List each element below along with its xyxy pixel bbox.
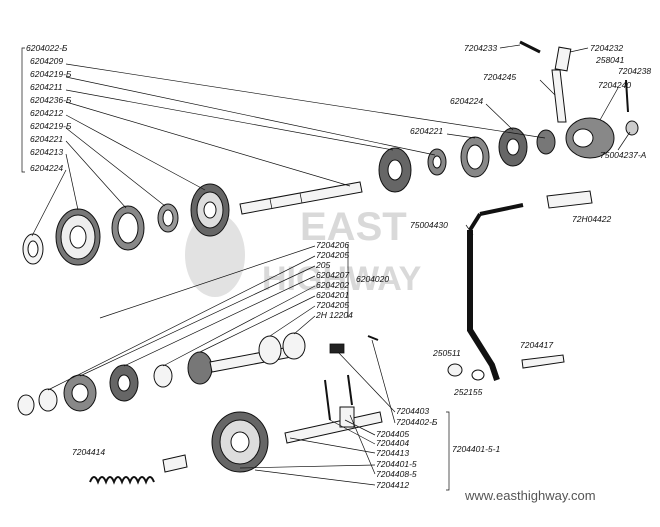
housing-7204240 — [565, 117, 639, 159]
label-7204401-5-1: 7204401-5-1 — [452, 444, 500, 454]
label-7204233: 7204233 — [464, 43, 497, 53]
nut-250511 — [447, 363, 485, 381]
label-6204211: 6204211 — [30, 82, 63, 92]
watermark-line2: HIGHWAY — [262, 260, 422, 298]
label-7204232: 7204232 — [590, 43, 623, 53]
label-7204240: 7204240 — [598, 80, 631, 90]
label-72h04422: 72Н04422 — [572, 214, 612, 224]
label-7204404: 7204404 — [376, 438, 409, 448]
label-7204413: 7204413 — [376, 448, 409, 458]
label-205: 205 — [315, 260, 330, 270]
label-7204205-b: 7204205 — [316, 300, 349, 310]
label-6204212: 6204212 — [30, 108, 63, 118]
label-6204213: 6204213 — [30, 147, 63, 157]
label-6204221-b: 6204221 — [410, 126, 443, 136]
label-75004430: 75004430 — [410, 220, 448, 230]
label-7204206: 7204206 — [316, 240, 349, 250]
ring-6204221b — [460, 136, 490, 178]
label-6204207: 6204207 — [316, 270, 349, 280]
gear-6204219b — [427, 148, 447, 176]
ring-6204221 — [111, 205, 145, 251]
label-6204224: 6204224 — [30, 163, 63, 173]
label-6204020: 6204020 — [356, 274, 389, 284]
label-6204224-b: 6204224 — [450, 96, 483, 106]
label-6204219-b: 6204219-Б — [30, 69, 72, 79]
shaft-6204236 — [239, 181, 363, 215]
label-7204412: 7204412 — [376, 480, 409, 490]
label-7204238: 7204238 — [618, 66, 651, 76]
label-bracket — [21, 47, 25, 173]
label-7204405: 7204405 — [376, 429, 409, 439]
label-7204245: 7204245 — [483, 72, 516, 82]
bolt-7204417 — [521, 354, 565, 369]
gear-6204211 — [378, 147, 412, 193]
label-252155: 252155 — [453, 387, 483, 397]
label-7204401-5: 7204401-5 — [376, 459, 417, 469]
shaft-7204245 — [551, 69, 567, 123]
label-6204209: 6204209 — [30, 56, 63, 66]
gear-6204213 — [55, 208, 101, 266]
label-7204414: 7204414 — [72, 447, 105, 457]
label-7204417: 7204417 — [520, 340, 553, 350]
key-7204403 — [329, 335, 379, 354]
sleeve-7204232 — [554, 46, 572, 72]
label-6204202: 6204202 — [316, 280, 349, 290]
label-6204022-b: 6204022-Б — [26, 43, 68, 53]
pin-7204233 — [519, 40, 541, 54]
label-6204236-b: 6204236-Б — [30, 95, 72, 105]
shaft-7204401 — [284, 374, 383, 444]
gear-6204212 — [190, 183, 230, 237]
gear-6204219 — [157, 203, 179, 233]
label-75004237-a: 75004237-А — [600, 150, 647, 160]
tube-72h04422 — [546, 190, 593, 209]
label-250511: 250511 — [432, 348, 461, 358]
label-7204402-b: 7204402-Б — [396, 417, 438, 427]
label-7204205: 7204205 — [316, 250, 349, 260]
site-credit: www.easthighway.com — [464, 488, 596, 503]
label-7204408-5: 7204408-5 — [376, 469, 417, 479]
part-labels: 6204022-Б 6204209 6204219-Б 6204211 6204… — [26, 43, 651, 490]
spring-7204414 — [89, 454, 188, 485]
pin-7204238 — [625, 79, 629, 113]
label-6204221: 6204221 — [30, 134, 63, 144]
watermark: EAST HIGHWAY — [185, 205, 422, 298]
washer-6204224 — [22, 233, 44, 265]
lever-75004430 — [467, 203, 524, 381]
gear-6204224b — [536, 129, 556, 155]
label-7204403: 7204403 — [396, 406, 429, 416]
leader-lines — [31, 44, 631, 491]
gear-6204209 — [498, 127, 528, 167]
label-2h12204: 2Н 12204 — [315, 310, 353, 320]
watermark-line1: EAST — [300, 205, 407, 249]
shaft-6204020 — [17, 332, 306, 416]
label-6204219-b-2: 6204219-Б — [30, 121, 72, 131]
label-258041: 258041 — [595, 55, 625, 65]
gear-7204412 — [211, 411, 269, 473]
label-6204201: 6204201 — [316, 290, 349, 300]
